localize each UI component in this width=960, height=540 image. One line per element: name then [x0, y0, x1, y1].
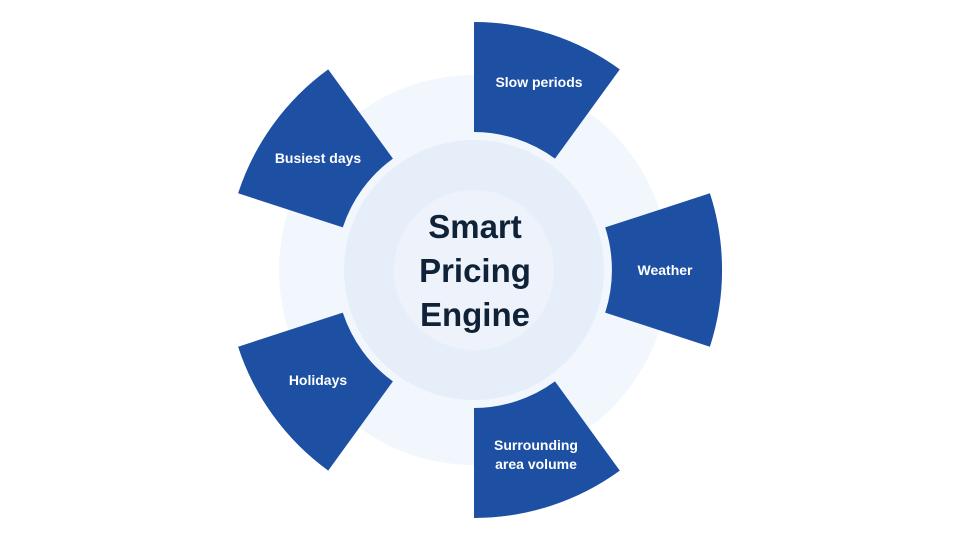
- center-disc: [394, 190, 554, 350]
- segment-holidays: Holidays: [238, 312, 393, 471]
- segment-label: Surrounding: [494, 437, 578, 453]
- segment-wedge: [238, 312, 393, 471]
- segment-slow-periods: Slow periods: [474, 22, 620, 159]
- segment-label: Slow periods: [495, 74, 582, 90]
- segment-label: Weather: [638, 262, 694, 278]
- segment-label: Busiest days: [275, 150, 362, 166]
- segment-wedge: [238, 69, 393, 228]
- segment-label: area volume: [495, 456, 577, 472]
- segment-wedge: [474, 22, 620, 159]
- segment-busiest-days: Busiest days: [238, 69, 393, 228]
- title-line: Engine: [420, 296, 530, 333]
- segment-weather: Weather: [605, 193, 723, 347]
- title-line: Pricing: [419, 252, 531, 289]
- center-title: Smart Pricing Engine: [419, 208, 531, 333]
- title-line: Smart: [428, 208, 522, 245]
- segment-label: Holidays: [289, 372, 348, 388]
- segment-wedge: [605, 193, 723, 347]
- segment-surrounding-area-volume: Surrounding area volume: [474, 381, 620, 518]
- segment-wedge: [474, 381, 620, 518]
